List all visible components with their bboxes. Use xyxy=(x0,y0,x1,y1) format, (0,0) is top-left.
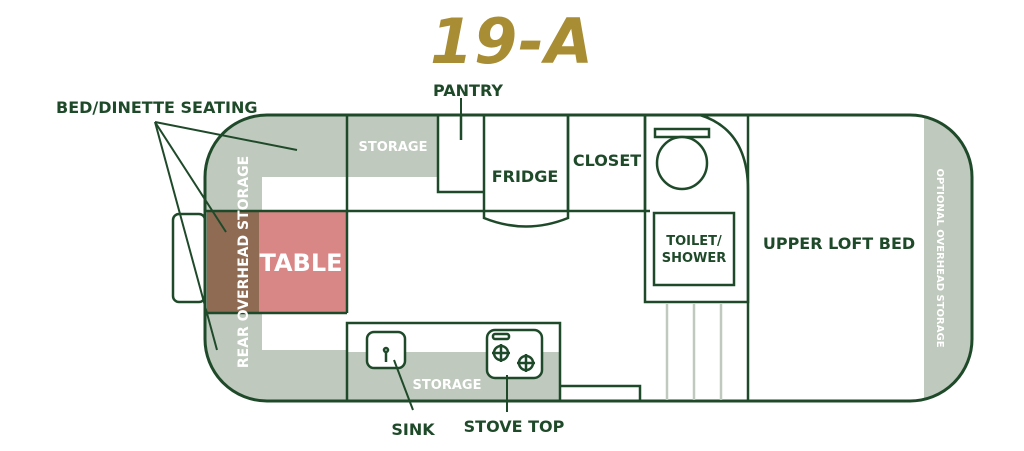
stove-top-label: STOVE TOP xyxy=(464,417,565,436)
stove-icon xyxy=(485,328,544,380)
toilet-shower-label-1: TOILET/ xyxy=(666,234,722,249)
bed-dinette-label: BED/DINETTE SEATING xyxy=(56,98,257,117)
upper-loft-bed-label: UPPER LOFT BED xyxy=(763,234,915,253)
loft-ladder xyxy=(665,304,723,400)
pantry-label: PANTRY xyxy=(433,81,503,100)
closet-label: CLOSET xyxy=(573,151,641,170)
storage-top-label: STORAGE xyxy=(359,140,428,155)
interior-walls xyxy=(205,113,750,401)
top-storage-shade xyxy=(347,115,438,177)
trailer-outline xyxy=(203,113,974,403)
floorplan-title: 19-A xyxy=(430,5,594,78)
fridge-label: FRIDGE xyxy=(492,167,559,186)
rear-overhead-storage-label: REAR OVERHEAD STORAGE xyxy=(236,156,252,368)
table-edge xyxy=(207,211,259,313)
optional-overhead-storage-label: OPTIONAL OVERHEAD STORAGE xyxy=(934,168,945,347)
table-label: TABLE xyxy=(259,249,342,277)
sink-label: SINK xyxy=(391,420,435,439)
shaded-areas xyxy=(205,115,972,401)
storage-bottom-label: STORAGE xyxy=(413,378,482,393)
toilet-shower-label-2: SHOWER xyxy=(662,251,727,266)
toilet-icon xyxy=(653,127,711,191)
leader-lines xyxy=(154,98,508,412)
front-storage-shade xyxy=(924,115,972,401)
sink-icon xyxy=(365,330,407,370)
rear-storage-shade xyxy=(205,115,347,401)
